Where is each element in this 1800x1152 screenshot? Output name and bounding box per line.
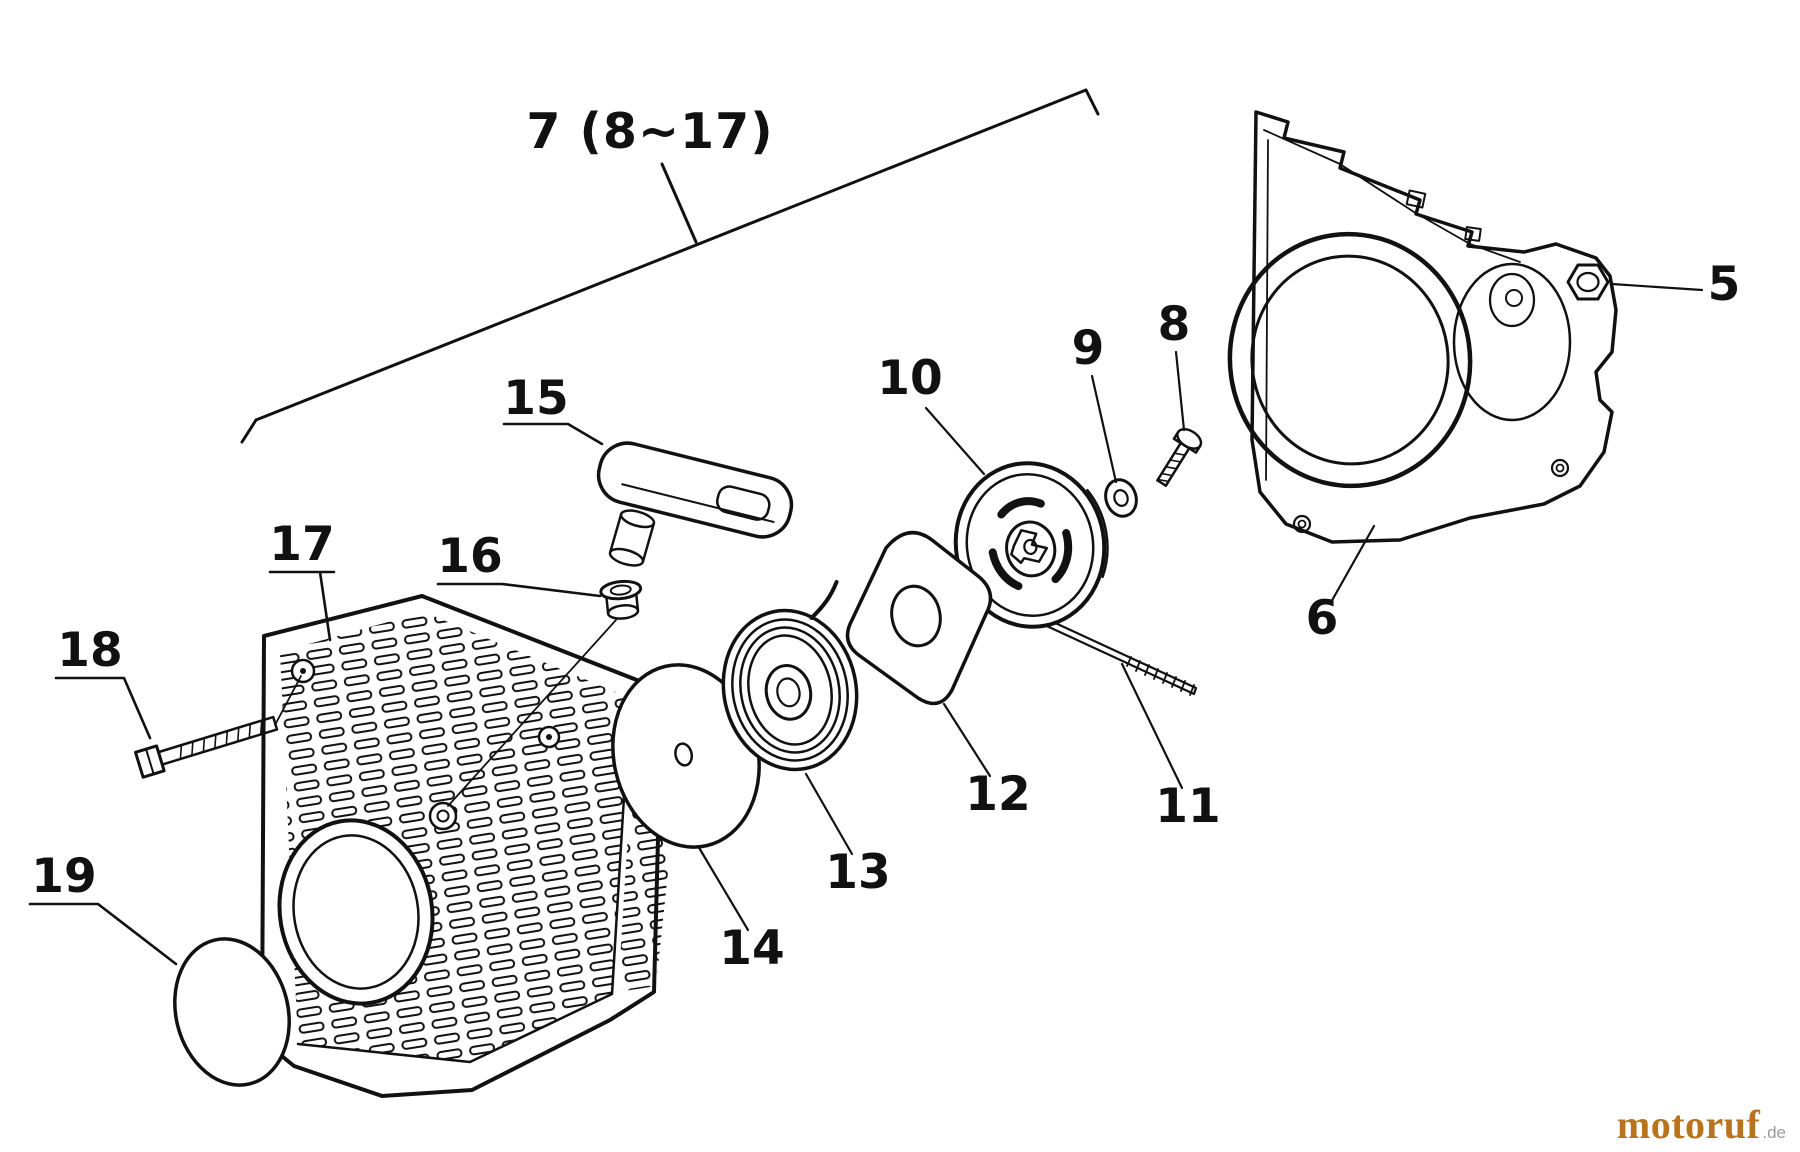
part-9-drawing (1104, 478, 1138, 518)
watermark-tld: .de (1762, 1123, 1786, 1142)
part-16-label: 16 (437, 529, 502, 584)
part-8-drawing (1156, 427, 1203, 487)
part-10-drawing (953, 461, 1109, 629)
part-6-drawing (1227, 110, 1618, 544)
part-6-label: 6 (1306, 591, 1339, 646)
part-labels: 7 (8~17) 5 6 8 9 10 11 12 13 14 15 16 17… (31, 103, 1740, 976)
leader-lines (28, 282, 1704, 966)
watermark: motoruf.de (1617, 1101, 1786, 1148)
part-14-leader (696, 844, 750, 932)
part-13-label: 13 (825, 845, 890, 900)
part-19-drawing (173, 937, 291, 1087)
part-16-leader (436, 582, 602, 598)
part-14-label: 14 (719, 921, 784, 976)
part-5-drawing (1566, 263, 1610, 301)
part-13-leader (804, 772, 854, 856)
part-5-leader (1610, 282, 1704, 292)
part-17-leader (268, 570, 336, 642)
part-12-drawing (845, 530, 993, 706)
part-18-drawing (134, 675, 302, 779)
part-17-label: 17 (269, 517, 334, 572)
part-6-leader (1328, 524, 1376, 606)
part-12-leader (942, 702, 992, 778)
part-10-label: 10 (877, 351, 942, 406)
part-9-label: 9 (1072, 321, 1105, 376)
part-11-label: 11 (1155, 779, 1220, 834)
part-19-label: 19 (31, 849, 96, 904)
part-5-label: 5 (1708, 257, 1741, 312)
part-8-label: 8 (1158, 297, 1191, 352)
assembly-callout-label: 7 (8~17) (526, 103, 773, 160)
part-15-label: 15 (503, 371, 568, 426)
part-15-leader (502, 422, 604, 446)
part-16-drawing (447, 579, 643, 807)
part-10-leader (924, 406, 986, 476)
part-18-leader (54, 676, 152, 740)
assembly-bracket (240, 88, 1100, 444)
part-15-drawing (596, 441, 794, 567)
part-17-drawing (260, 594, 692, 1098)
part-9-leader (1090, 374, 1118, 484)
part-19-leader (28, 902, 178, 966)
part-8-leader (1174, 350, 1186, 432)
part-11-leader (1120, 662, 1184, 790)
part-13-drawing (721, 579, 859, 772)
watermark-brand: motoruf (1616, 1102, 1761, 1147)
part-18-label: 18 (57, 623, 122, 678)
part-12-label: 12 (965, 767, 1030, 822)
